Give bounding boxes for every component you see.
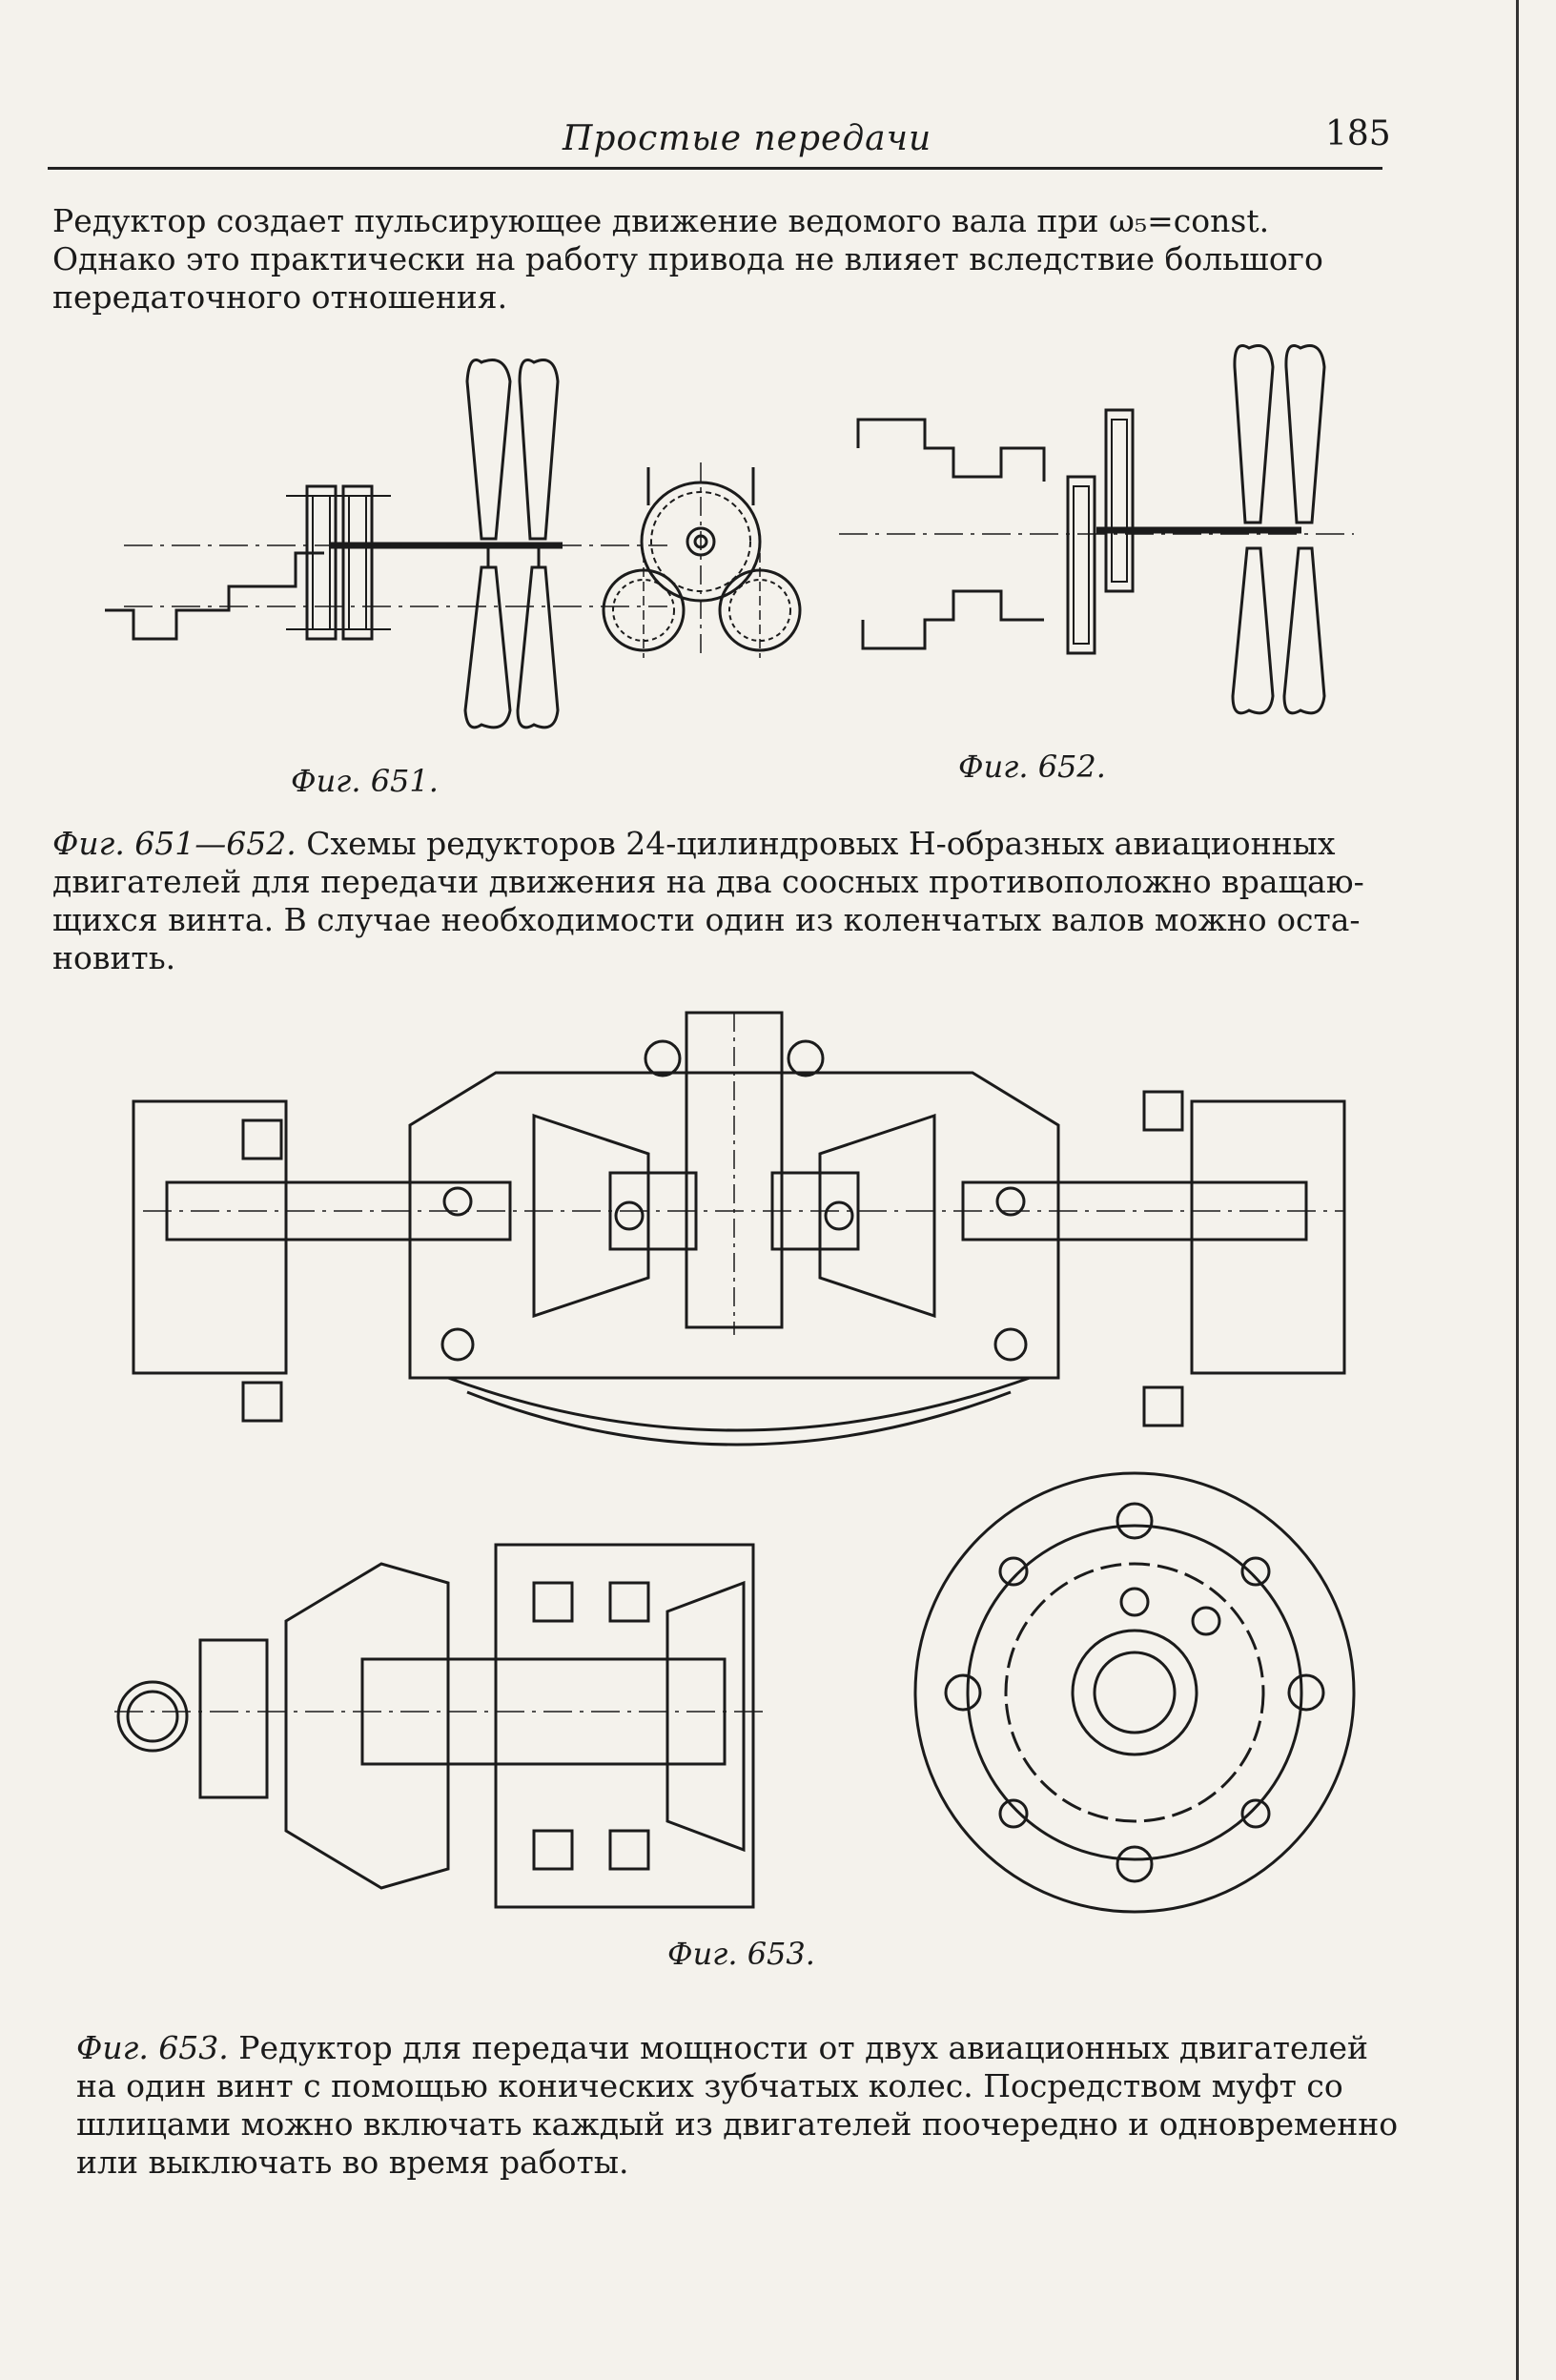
caption-text: Схемы редукторов 24-цилиндровых Н-образн… — [296, 825, 1336, 862]
running-title: Простые передачи — [563, 119, 932, 158]
caption-text: Редуктор для передачи мощности от двух а… — [228, 2029, 1368, 2066]
caption-line: Фиг. 653. Редуктор для передачи мощности… — [76, 2029, 1392, 2067]
page-number: 185 — [1325, 114, 1391, 154]
fig652-schematic — [839, 344, 1354, 715]
caption-line: на один винт с помощью конических зубчат… — [76, 2067, 1343, 2104]
running-head: Простые передачи 185 — [48, 110, 1391, 170]
intro-paragraph: Редуктор создает пульсирующее движение в… — [52, 202, 1368, 317]
fig651-label: Фиг. 651. — [291, 763, 439, 799]
caption-653: Фиг. 653. Редуктор для передачи мощности… — [76, 2029, 1399, 2182]
caption-line: шлицами можно включать каждый из двигате… — [76, 2105, 1399, 2143]
caption-651-652: Фиг. 651—652. Схемы редукторов 24-цилинд… — [52, 825, 1368, 977]
caption-line: двигателей для передачи движения на два … — [52, 863, 1364, 900]
fig652-label: Фиг. 652. — [958, 749, 1106, 785]
caption-line: или выключать во время работы. — [76, 2144, 629, 2181]
caption-line: Фиг. 651—652. Схемы редукторов 24-цилинд… — [52, 825, 1368, 863]
page-edge-rule — [1516, 0, 1519, 2380]
fig651-schematic — [105, 359, 667, 729]
gear-train-schematic — [602, 462, 802, 658]
intro-line: Редуктор создает пульсирующее движение в… — [52, 202, 1270, 239]
fig653-flange-view — [913, 1471, 1356, 1914]
fig653-clutch-section — [114, 1543, 763, 1909]
caption-line: щихся винта. В случае необходимости один… — [52, 901, 1361, 938]
caption-ref: Фиг. 653. — [76, 2029, 229, 2066]
fig653-label: Фиг. 653. — [667, 1936, 815, 1972]
intro-line: Однако это практически на работу привода… — [52, 240, 1323, 277]
intro-line: передаточного отношения. — [52, 278, 508, 316]
caption-line: новить. — [52, 939, 176, 976]
fig653-gearbox-section — [132, 1011, 1346, 1446]
caption-ref: Фиг. 651—652. — [52, 825, 297, 862]
